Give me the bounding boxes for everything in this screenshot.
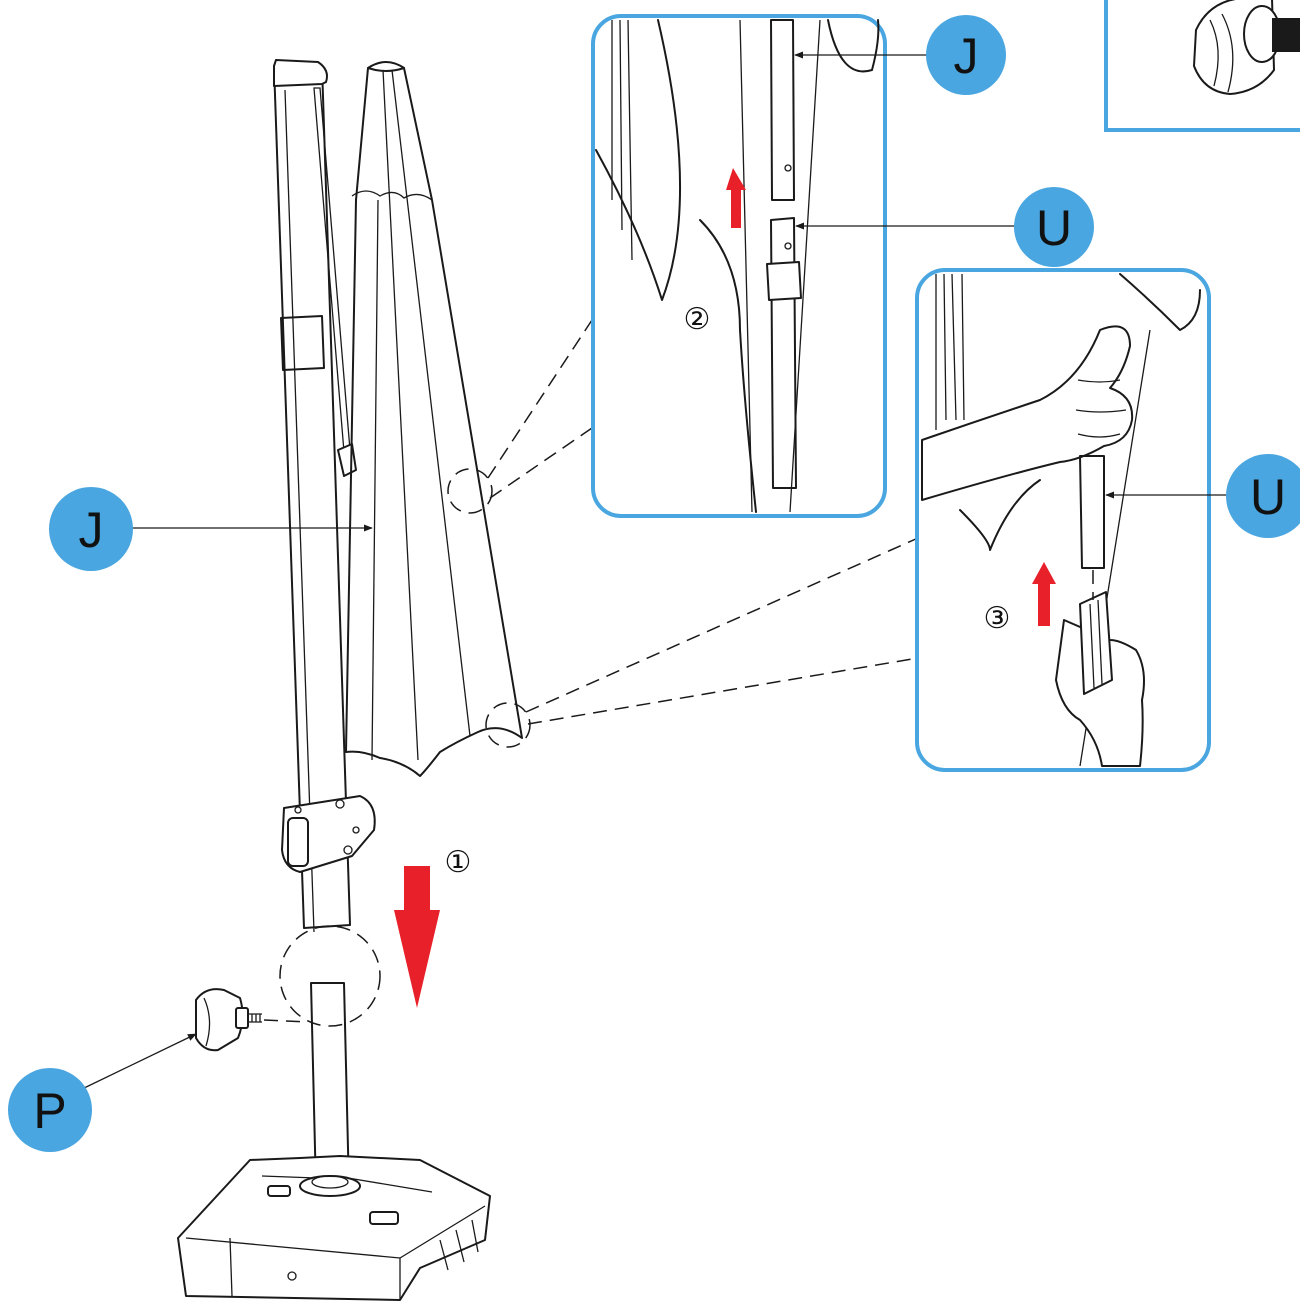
badge-circle xyxy=(1014,187,1094,267)
pointer-lines xyxy=(79,51,1226,1091)
label-badge-j-inset: J xyxy=(926,15,1006,95)
label-badge-u-inset2: U xyxy=(1014,187,1094,267)
label-badge-u-inset3: U xyxy=(1226,454,1300,538)
label-j-inset: J xyxy=(954,28,979,84)
step-number-2: ② xyxy=(684,302,711,337)
label-u-inset2: U xyxy=(1036,200,1072,256)
umbrella-base xyxy=(177,1155,491,1301)
inset-step3 xyxy=(915,268,1211,772)
label-p-knob: P xyxy=(33,1083,66,1139)
knob-p xyxy=(195,988,309,1052)
label-badge-j-main: J xyxy=(49,487,133,571)
pointer-p-knob xyxy=(79,1033,197,1091)
label-badge-p-knob: P xyxy=(8,1068,92,1152)
arrow-down-step1 xyxy=(394,866,440,1008)
step-number-1: ① xyxy=(445,845,472,880)
badge-circle xyxy=(49,487,133,571)
label-u-inset3: U xyxy=(1250,469,1286,525)
detail-guides xyxy=(279,319,919,1027)
badge-circle xyxy=(1226,454,1300,538)
inset-step2 xyxy=(591,14,887,518)
inset-knob-partial xyxy=(1104,0,1300,132)
folded-canopy xyxy=(345,61,523,777)
umbrella-pole xyxy=(273,59,376,1191)
label-j-main: J xyxy=(79,502,104,558)
badge-circle xyxy=(8,1068,92,1152)
step-number-3: ③ xyxy=(984,601,1011,636)
badge-circle xyxy=(926,15,1006,95)
